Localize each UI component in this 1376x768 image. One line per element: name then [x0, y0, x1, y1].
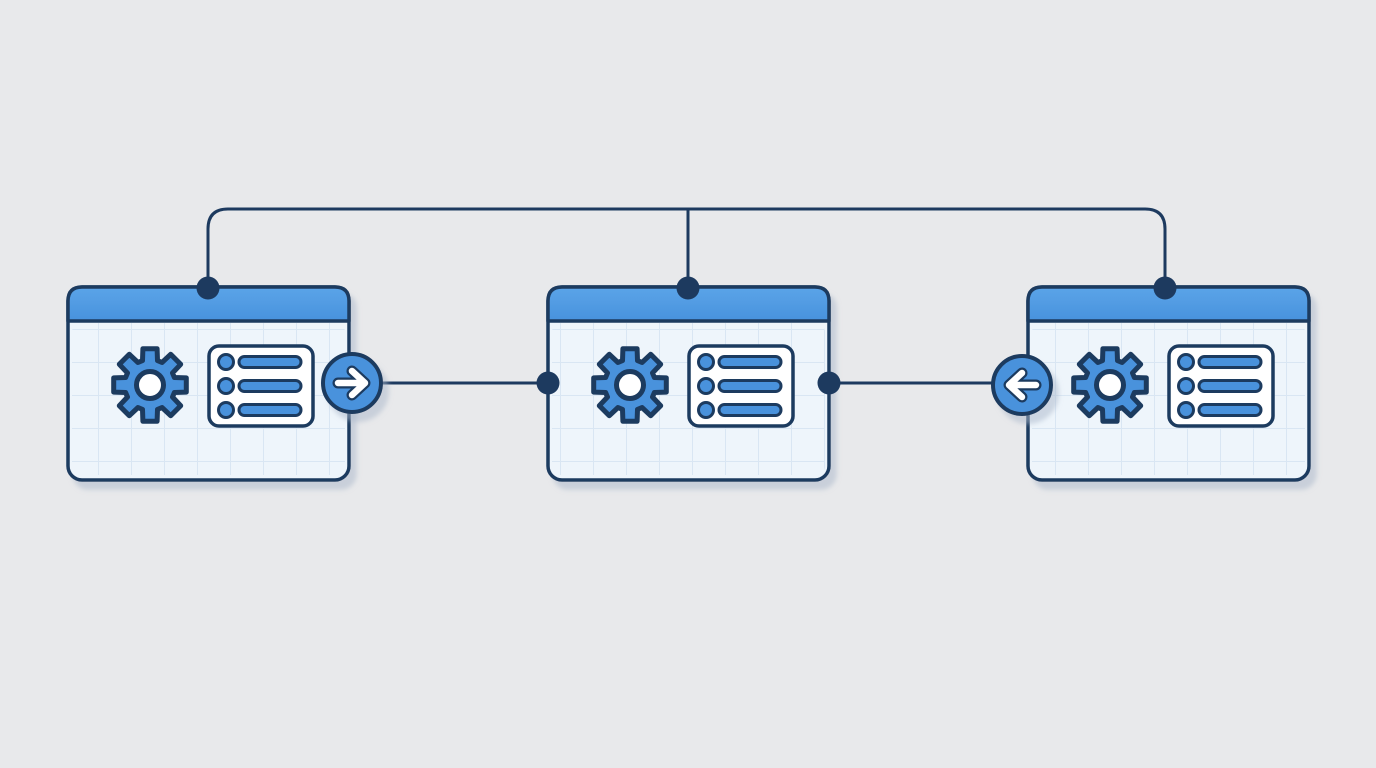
connector-dot	[817, 371, 841, 395]
process-card-2	[546, 285, 831, 482]
gear-hub	[614, 369, 646, 401]
list-bullet	[697, 353, 715, 371]
list-bullet	[1177, 353, 1195, 371]
list-bullet	[697, 401, 715, 419]
list-bar	[1197, 403, 1263, 417]
connector-dot	[1153, 276, 1177, 300]
gear-icon	[111, 346, 189, 424]
list-icon	[687, 344, 795, 428]
connector-dot	[196, 276, 220, 300]
process-card-3	[1026, 285, 1311, 482]
list-bar	[1197, 379, 1263, 393]
gear-icon	[591, 346, 669, 424]
gear-hub	[134, 369, 166, 401]
card-title-bar	[1026, 285, 1311, 323]
card-title-bar	[546, 285, 831, 323]
list-bar	[237, 379, 303, 393]
list-bullet	[217, 377, 235, 395]
card-title-bar	[66, 285, 351, 323]
list-bullet	[217, 401, 235, 419]
list-bar	[717, 355, 783, 369]
arrow-left-icon	[991, 354, 1053, 416]
list-bullet	[1177, 401, 1195, 419]
top-bus-connector	[206, 207, 1167, 282]
list-bar	[1197, 355, 1263, 369]
list-bullet	[1177, 377, 1195, 395]
list-bar	[717, 379, 783, 393]
connector-dot	[676, 276, 700, 300]
list-bar	[717, 403, 783, 417]
list-icon	[207, 344, 315, 428]
process-card-1	[66, 285, 351, 482]
list-bar	[237, 403, 303, 417]
arrow-right-icon	[321, 352, 383, 414]
gear-icon	[1071, 346, 1149, 424]
connector-dot	[536, 371, 560, 395]
gear-hub	[1094, 369, 1126, 401]
list-bullet	[217, 353, 235, 371]
list-bullet	[697, 377, 715, 395]
list-bar	[237, 355, 303, 369]
list-icon	[1167, 344, 1275, 428]
